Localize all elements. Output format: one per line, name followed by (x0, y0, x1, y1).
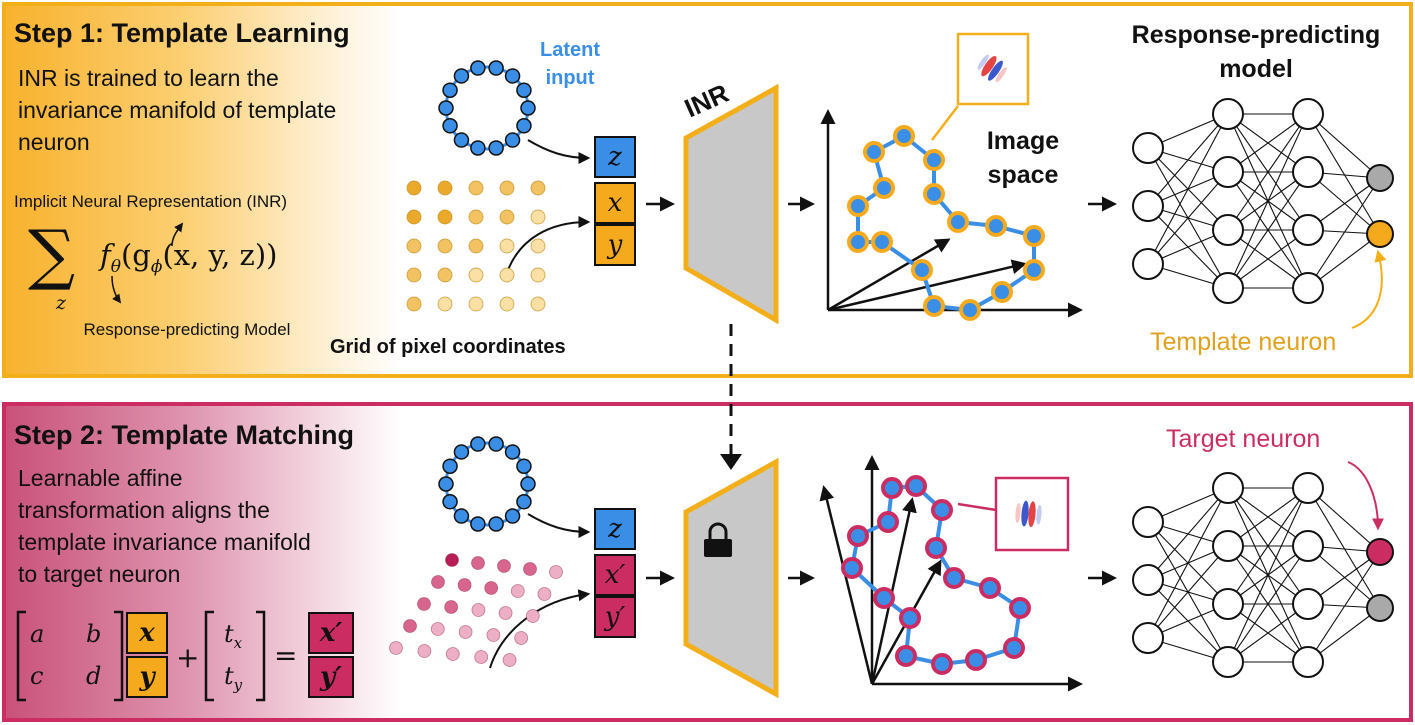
matrix-d: d (86, 662, 102, 690)
latent-z-box-2: z (594, 508, 636, 550)
response-model-title: Response-predicting model (1131, 21, 1381, 83)
step1-description: INR is trained to learn the invariance m… (18, 65, 337, 155)
plus-sign: + (176, 641, 200, 674)
latent-z-box: z (594, 136, 636, 178)
step1-gradient (6, 6, 401, 374)
coord-yprime-box: y′ (594, 596, 636, 638)
sum-variable: z (56, 292, 67, 314)
formula-expression: fθ(gϕ(x, y, z)) (100, 238, 278, 277)
image-space-label: Image space (986, 127, 1060, 189)
inr-label: Implicit Neural Representation (INR) (14, 192, 288, 211)
vector-xprime-box: x′ (308, 612, 354, 654)
step2-title: Step 2: Template Matching (14, 420, 355, 450)
vector-x-box: x (126, 612, 168, 654)
sum-symbol: ∑ (28, 216, 76, 293)
equals-sign: = (274, 639, 298, 672)
step1-title: Step 1: Template Learning (14, 18, 350, 48)
vector-yprime-box: y′ (308, 656, 354, 698)
matrix-c: c (30, 662, 44, 690)
latent-input-label: Latent input (540, 39, 600, 89)
matrix-b: b (86, 620, 102, 648)
model-label: Response-predicting Model (83, 320, 291, 339)
step2-description: Learnable affine transformation aligns t… (18, 465, 311, 587)
coord-x-box: x (594, 182, 636, 224)
coord-y-box: y (594, 224, 636, 266)
template-neuron-label: Template neuron (1150, 328, 1337, 356)
target-neuron-label: Target neuron (1166, 425, 1321, 453)
step1-panel (2, 2, 1413, 378)
matrix-a: a (30, 620, 45, 648)
translation-tx: tx (224, 620, 243, 652)
coord-xprime-box: x′ (594, 554, 636, 596)
grid-label: Grid of pixel coordinates (330, 336, 566, 358)
translation-ty: ty (224, 662, 243, 694)
vector-y-box: y (126, 656, 168, 698)
